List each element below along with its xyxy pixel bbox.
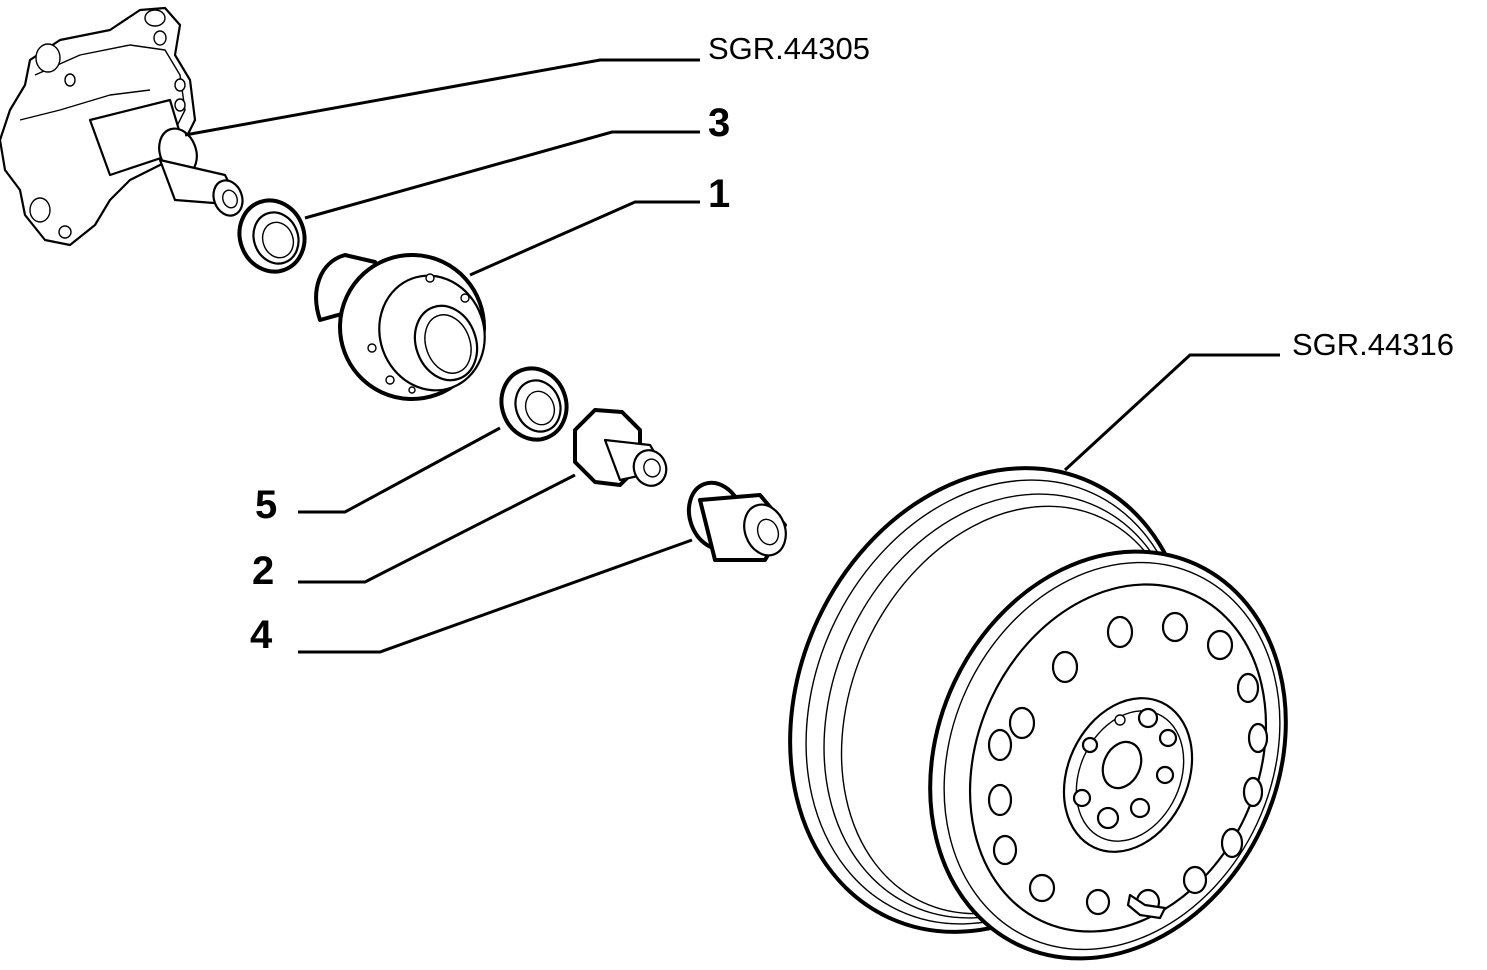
callout-5: 5 [255, 483, 277, 527]
callout-2: 2 [252, 549, 274, 593]
steel-wheel-part [788, 466, 1288, 961]
hub-nut-part [573, 408, 668, 487]
callout-4: 4 [250, 613, 273, 657]
callout-1: 1 [708, 172, 730, 216]
leader-3 [304, 130, 700, 220]
ref-label-hub-carrier: SGR.44305 [708, 31, 870, 66]
outer-bearing-part [499, 366, 569, 442]
callout-3: 3 [708, 101, 730, 145]
ref-label-wheel: SGR.44316 [1292, 327, 1454, 362]
dust-cap-part [686, 480, 787, 562]
leader-sgr44316 [1063, 353, 1280, 472]
hub-carrier-part [0, 6, 244, 247]
leader-sgr44305 [184, 58, 700, 137]
wheel-hub-drum-part [314, 253, 486, 401]
leader-4 [298, 538, 693, 654]
leader-5 [298, 426, 501, 514]
inner-bearing-part [237, 198, 307, 274]
leader-1 [469, 200, 700, 277]
leader-2 [298, 473, 576, 584]
